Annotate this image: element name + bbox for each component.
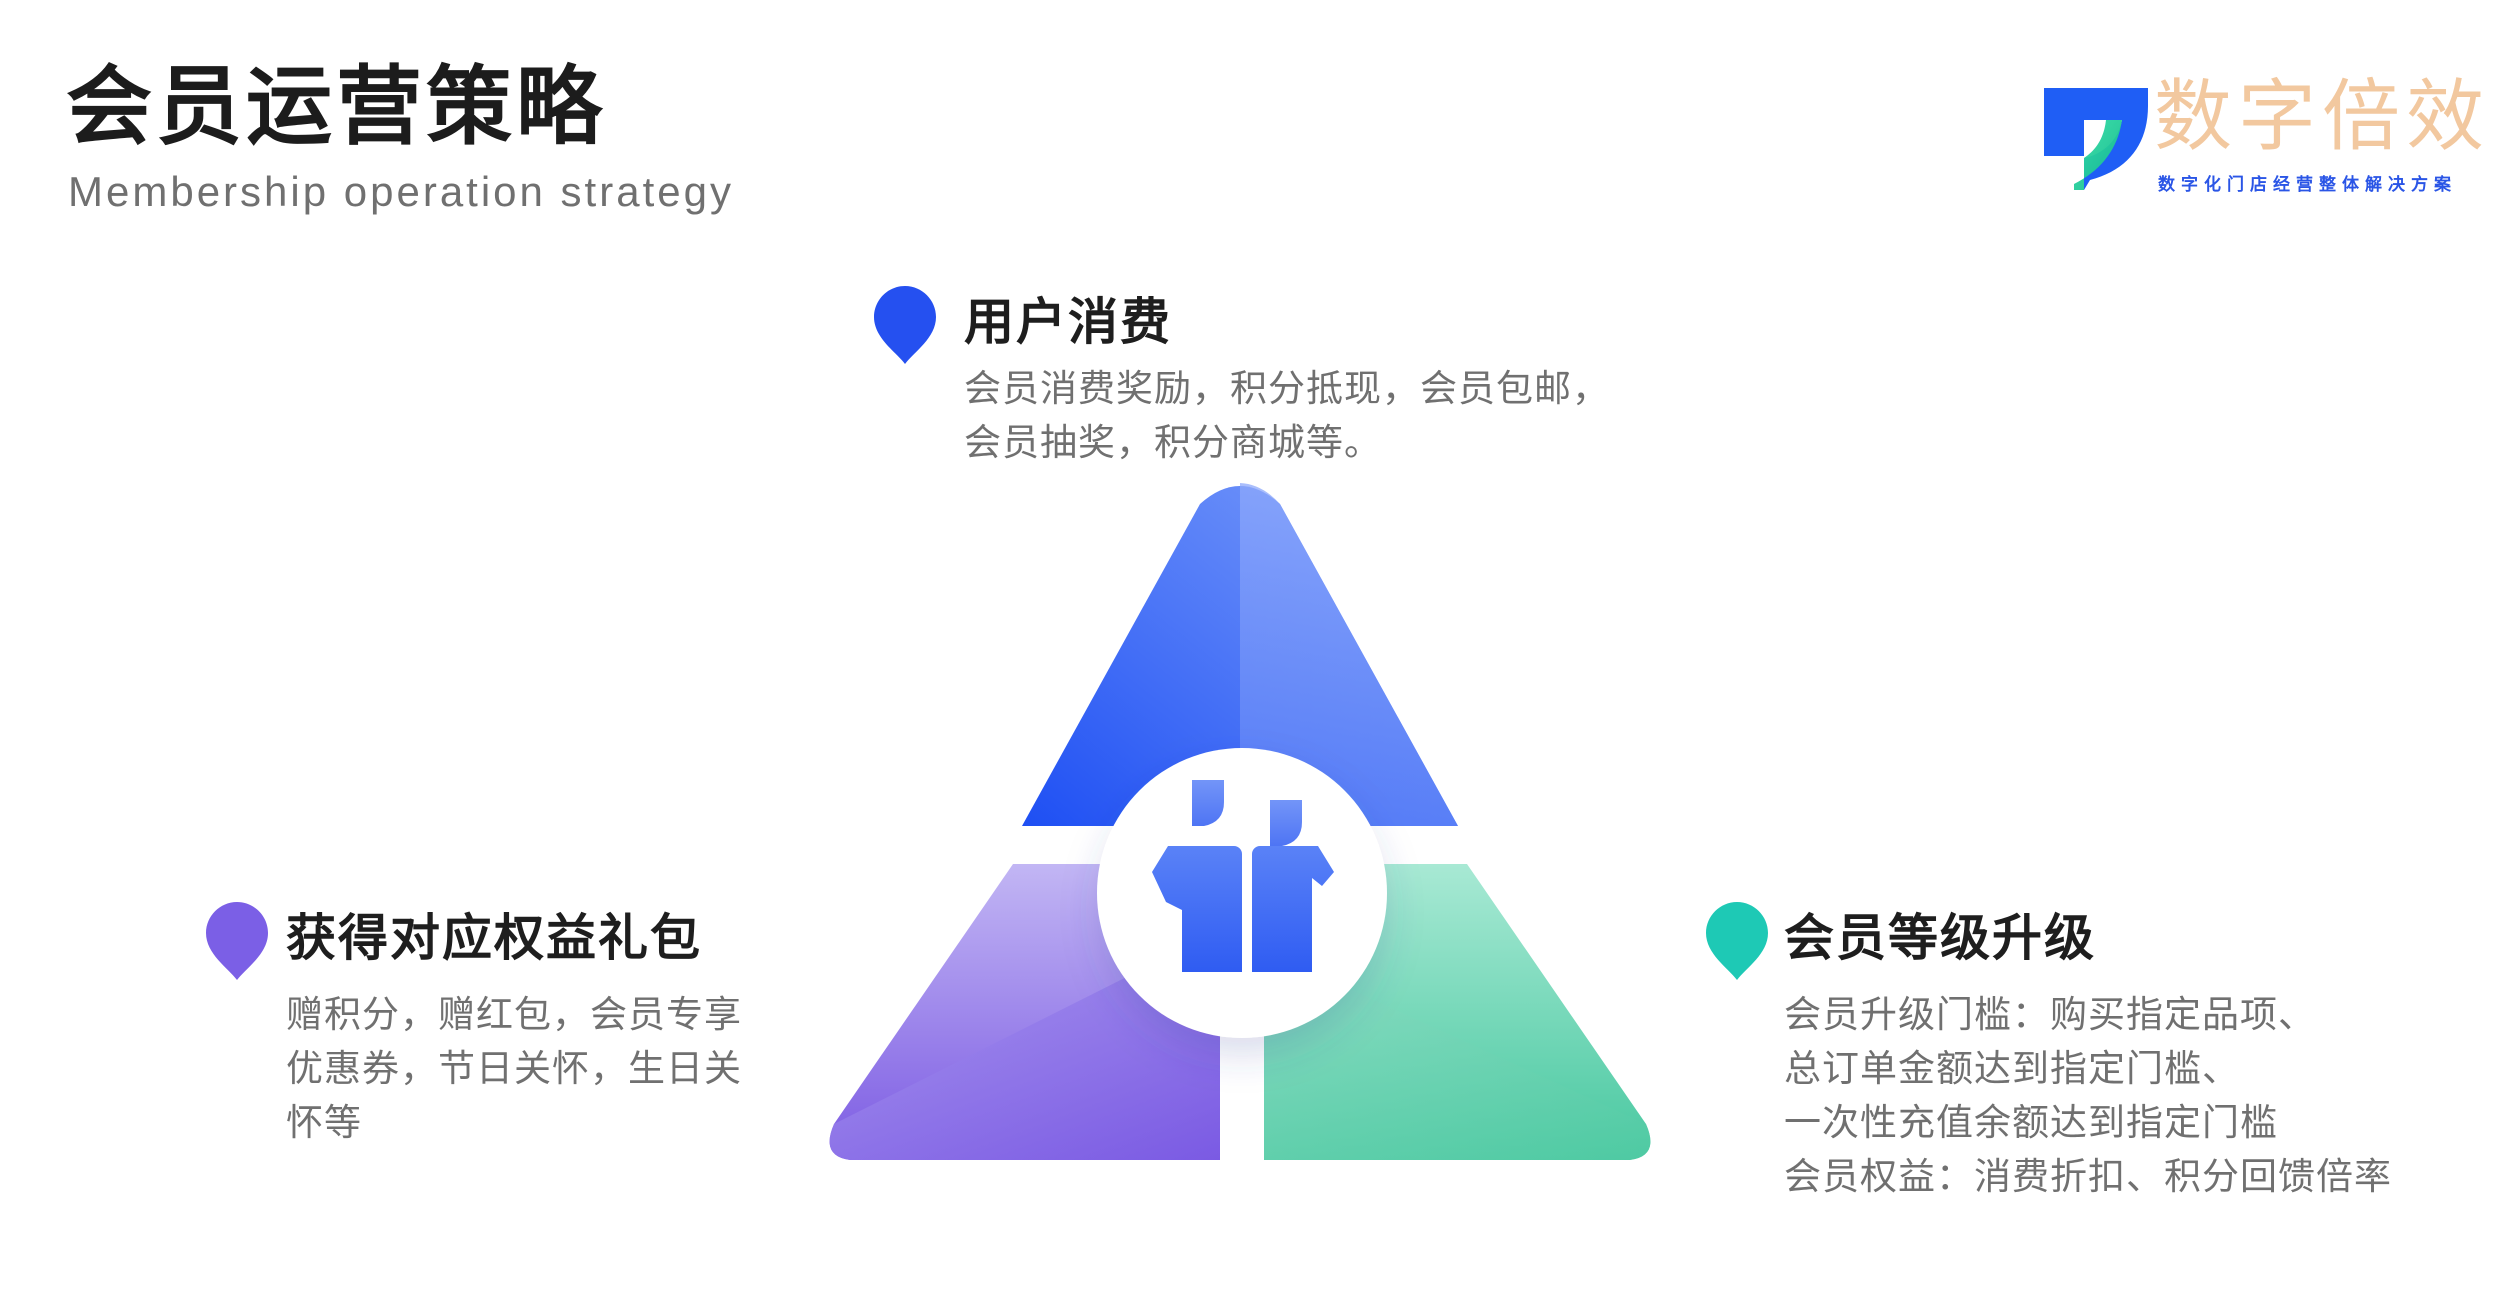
brand-logo-icon	[2044, 88, 2148, 190]
gift-title: 获得对应权益礼包	[286, 909, 702, 967]
gift-line: 怀等	[286, 1101, 362, 1144]
brand-name: 数字倍效	[2154, 72, 2491, 162]
consumption-title: 用户消费	[964, 293, 1172, 351]
consumption-line: 会员抽奖，积分商城等。	[964, 421, 1382, 464]
members-icon	[1152, 780, 1334, 972]
level-title: 会员等级升级	[1784, 909, 2096, 967]
gift-line: 优惠券，节日关怀，生日关	[286, 1047, 742, 1090]
gift-line: 赠积分，赠红包，会员专享	[286, 993, 742, 1036]
location-pin-icon	[1706, 902, 1768, 980]
level-line: 会员权益：消费折扣、积分回馈倍率	[1784, 1155, 2392, 1198]
page-subtitle: Membership operation strategy	[68, 168, 734, 215]
level-line: 会员升级门槛：购买指定品项、	[1784, 993, 2316, 1036]
page-title: 会员运营策略	[66, 57, 606, 157]
location-pin-icon	[206, 902, 268, 980]
level-line: 总订单金额达到指定门槛、	[1784, 1047, 2240, 1090]
top-segment	[1022, 483, 1458, 826]
level-line: 一次性充值余额达到指定门槛	[1784, 1101, 2278, 1144]
brand-tagline: 数字化门店经营整体解决方案	[2158, 175, 2457, 195]
location-pin-icon	[874, 286, 936, 364]
triangle-diagram	[829, 483, 1651, 1160]
consumption-line: 会员消费奖励，积分抵现，会员包邮，	[964, 367, 1610, 410]
